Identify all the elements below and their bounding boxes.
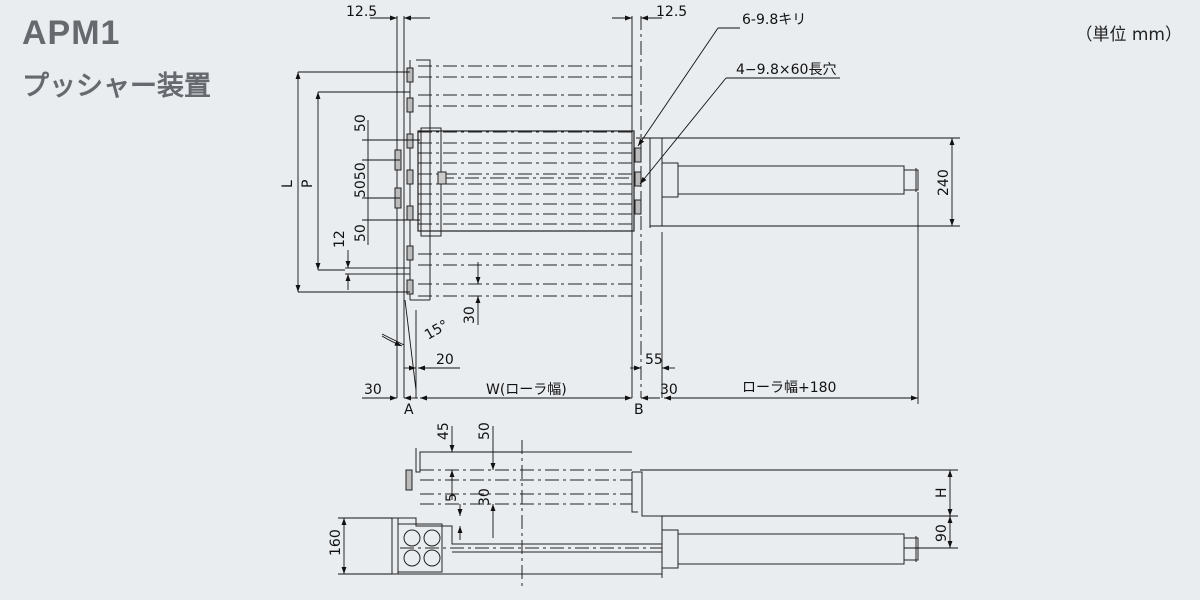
side-view — [390, 440, 919, 590]
dim-55: 55 — [645, 352, 663, 368]
dim-240: 240 — [936, 169, 952, 196]
side-dimensions — [338, 426, 958, 575]
dim-20: 20 — [436, 352, 454, 368]
hole-note: 6-9.8キリ — [742, 12, 806, 28]
dim-15-degree: 15° — [422, 317, 452, 343]
dim-12: 12 — [332, 230, 348, 248]
cylinder-plan — [649, 137, 919, 227]
dim-roller-plus: ローラ幅+180 — [742, 380, 836, 396]
model-title: APM1 — [22, 14, 121, 52]
roller-lines — [418, 65, 632, 297]
slot-note: 4−9.8×60長穴 — [736, 62, 836, 78]
label-B: B — [634, 402, 644, 418]
dim-12-5-right: 12.5 — [656, 4, 687, 20]
plan-view — [345, 16, 919, 398]
dim-H: H — [934, 487, 950, 498]
dim-30-left: 30 — [364, 382, 382, 398]
right-holes — [634, 147, 642, 215]
dim-50-side: 50 — [477, 422, 493, 440]
dim-W: W(ローラ幅) — [486, 382, 567, 398]
dim-160: 160 — [328, 529, 344, 556]
plan-dimensions — [295, 15, 960, 404]
dim-30-right: 30 — [660, 382, 678, 398]
dim-50-top: 50 — [353, 114, 369, 132]
dim-30-vertical: 30 — [462, 306, 478, 324]
label-A: A — [404, 402, 414, 418]
pusher-plate — [417, 130, 635, 232]
product-name: プッシャー装置 — [22, 71, 211, 102]
dim-45: 45 — [436, 422, 452, 440]
dim-50-bottom: 50 — [353, 224, 369, 242]
cylinder-side — [661, 529, 919, 569]
dim-12-5-left: 12.5 — [346, 4, 377, 20]
dim-5: 5 — [444, 493, 460, 502]
dim-90: 90 — [934, 524, 950, 542]
dim-5050: 5050 — [353, 162, 369, 198]
dim-P: P — [300, 180, 316, 188]
dim-30-side: 30 — [477, 488, 493, 506]
dim-L: L — [280, 180, 296, 188]
unit-label: （単位 mm） — [1075, 25, 1182, 45]
